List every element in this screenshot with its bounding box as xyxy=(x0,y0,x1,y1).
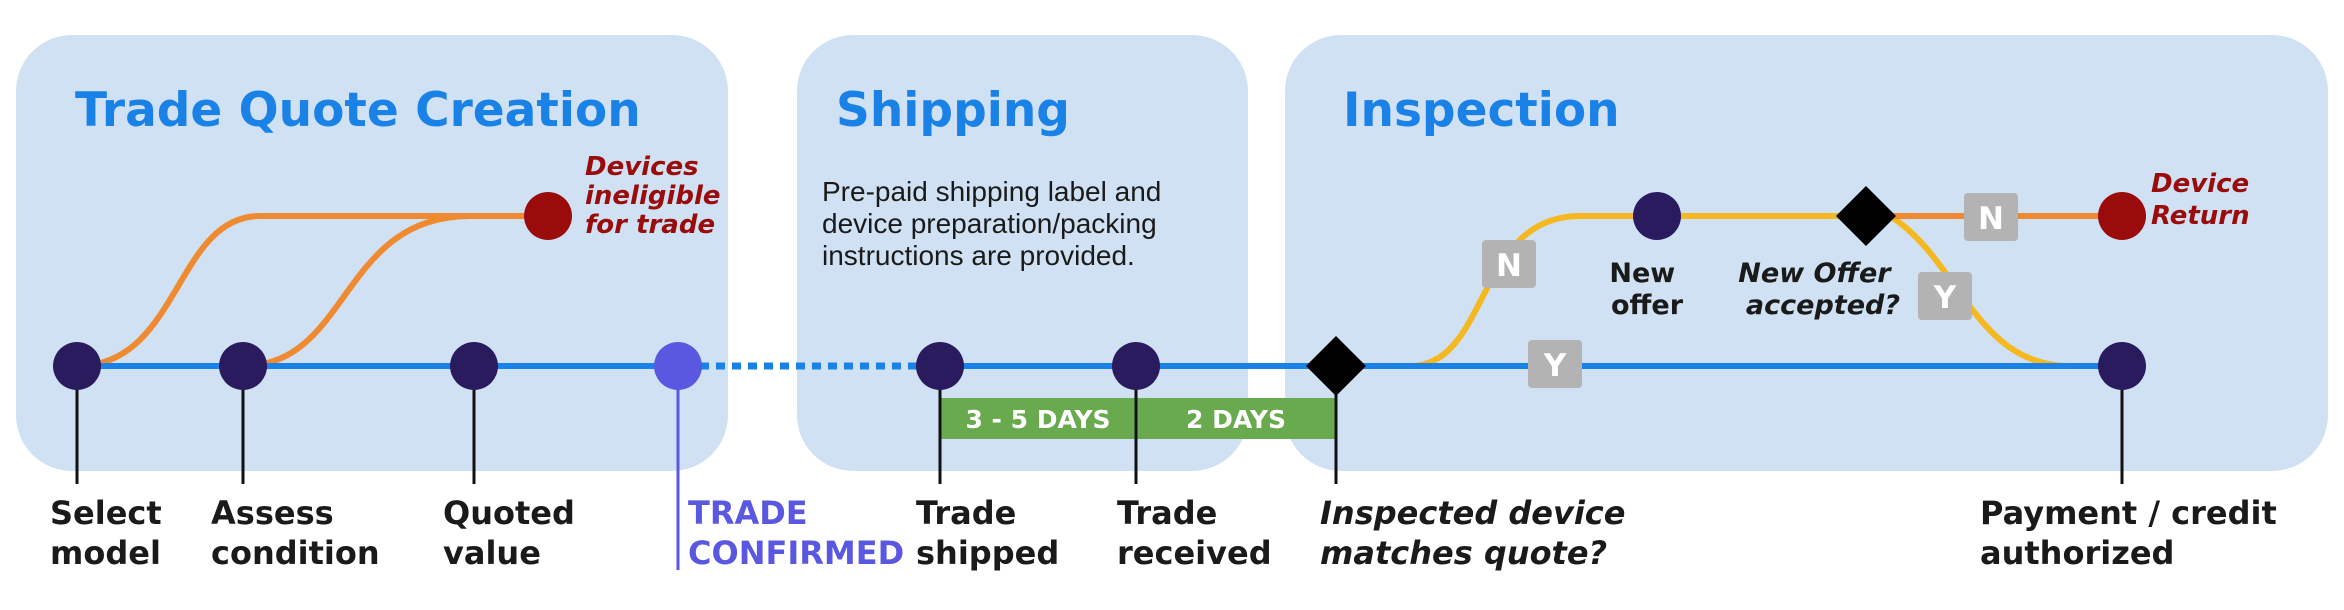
devices-ineligible-label: Devices ineligible for trade xyxy=(585,152,730,240)
badge-yes-match xyxy=(1528,340,1582,388)
shipping-description-line-1: Pre-paid shipping label and xyxy=(822,176,1161,207)
node-select-model xyxy=(53,342,101,390)
node-trade-confirmed xyxy=(654,342,702,390)
label-inspected-matches: Inspected device matches quote? xyxy=(1320,494,1637,572)
devices-ineligible-line-3: for trade xyxy=(585,210,715,240)
node-payment-authorized xyxy=(2098,342,2146,390)
node-devices-ineligible xyxy=(524,192,572,240)
node-new-offer xyxy=(1633,192,1681,240)
node-trade-received xyxy=(1112,342,1160,390)
new-offer-label: New offer xyxy=(1609,258,1684,321)
label-quoted-value-line-1: Quoted xyxy=(443,494,575,532)
label-trade-confirmed-line-1: TRADE xyxy=(688,494,808,532)
label-trade-shipped-line-2: shipped xyxy=(916,534,1059,572)
node-trade-shipped xyxy=(916,342,964,390)
duration-shipping-text: 3 - 5 DAYS xyxy=(965,405,1110,434)
devices-ineligible-line-1: Devices xyxy=(585,152,699,182)
label-inspected-matches-line-1: Inspected device xyxy=(1320,494,1625,532)
panel-title-shipping: Shipping xyxy=(836,83,1070,138)
badge-no-return xyxy=(1964,193,2018,241)
badge-no-return-text: N xyxy=(1978,201,2004,237)
label-trade-received-line-2: received xyxy=(1117,534,1272,572)
badge-yes-match-text: Y xyxy=(1543,348,1567,384)
panel-trade-quote-creation xyxy=(16,35,728,471)
duration-bar-receiving xyxy=(1136,398,1336,439)
label-trade-received-line-1: Trade xyxy=(1117,494,1217,532)
ineligible-branch-from-assess xyxy=(242,213,548,369)
new-offer-accepted-label: New Offer accepted? xyxy=(1738,258,1900,321)
label-payment-authorized-line-2: authorized xyxy=(1980,534,2174,572)
label-quoted-value: Quoted value xyxy=(443,494,586,572)
devices-ineligible-line-2: ineligible xyxy=(585,181,721,211)
duration-bar-shipping xyxy=(940,398,1136,439)
label-assess-condition: Assess condition xyxy=(211,494,380,572)
panel-title-inspection: Inspection xyxy=(1343,83,1620,138)
node-assess-condition xyxy=(219,342,267,390)
label-trade-shipped-line-1: Trade xyxy=(916,494,1016,532)
label-trade-confirmed: TRADE CONFIRMED xyxy=(688,494,904,572)
node-quoted-value xyxy=(450,342,498,390)
label-select-model: Select model xyxy=(50,494,173,572)
decision-new-offer-accepted xyxy=(1836,186,1896,246)
ineligible-branch-from-select xyxy=(76,213,548,369)
new-offer-accepted-line-1: New Offer xyxy=(1738,258,1892,289)
duration-receiving-text: 2 DAYS xyxy=(1186,405,1286,434)
label-payment-authorized-line-1: Payment / credit xyxy=(1980,494,2277,532)
label-trade-received: Trade received xyxy=(1117,494,1272,572)
node-device-return xyxy=(2098,192,2146,240)
badge-no-mismatch-text: N xyxy=(1496,248,1522,284)
label-trade-shipped: Trade shipped xyxy=(916,494,1059,572)
shipping-description: Pre-paid shipping label and device prepa… xyxy=(822,176,1169,271)
badge-yes-accepted xyxy=(1918,272,1972,320)
label-select-model-line-2: model xyxy=(50,534,161,572)
device-return-line-1: Device xyxy=(2151,169,2249,199)
label-inspected-matches-line-2: matches quote? xyxy=(1320,534,1607,572)
label-assess-condition-line-1: Assess xyxy=(211,494,334,532)
label-trade-confirmed-line-2: CONFIRMED xyxy=(688,534,904,572)
label-assess-condition-line-2: condition xyxy=(211,534,380,572)
device-return-line-2: Return xyxy=(2151,201,2250,231)
shipping-description-line-3: instructions are provided. xyxy=(822,240,1135,271)
label-payment-authorized: Payment / credit authorized xyxy=(1980,494,2288,572)
new-offer-line-1: New xyxy=(1609,258,1675,289)
label-select-model-line-1: Select xyxy=(50,494,162,532)
badge-no-mismatch xyxy=(1482,240,1536,288)
new-offer-line-2: offer xyxy=(1611,290,1684,321)
badge-yes-accepted-text: Y xyxy=(1933,280,1957,316)
shipping-description-line-2: device preparation/packing xyxy=(822,208,1157,239)
device-return-label: Device Return xyxy=(2151,169,2258,231)
panel-title-trade-quote-creation: Trade Quote Creation xyxy=(75,83,641,138)
decision-inspected-matches xyxy=(1306,336,1366,396)
label-quoted-value-line-2: value xyxy=(443,534,541,572)
new-offer-accepted-line-2: accepted? xyxy=(1746,290,1900,321)
